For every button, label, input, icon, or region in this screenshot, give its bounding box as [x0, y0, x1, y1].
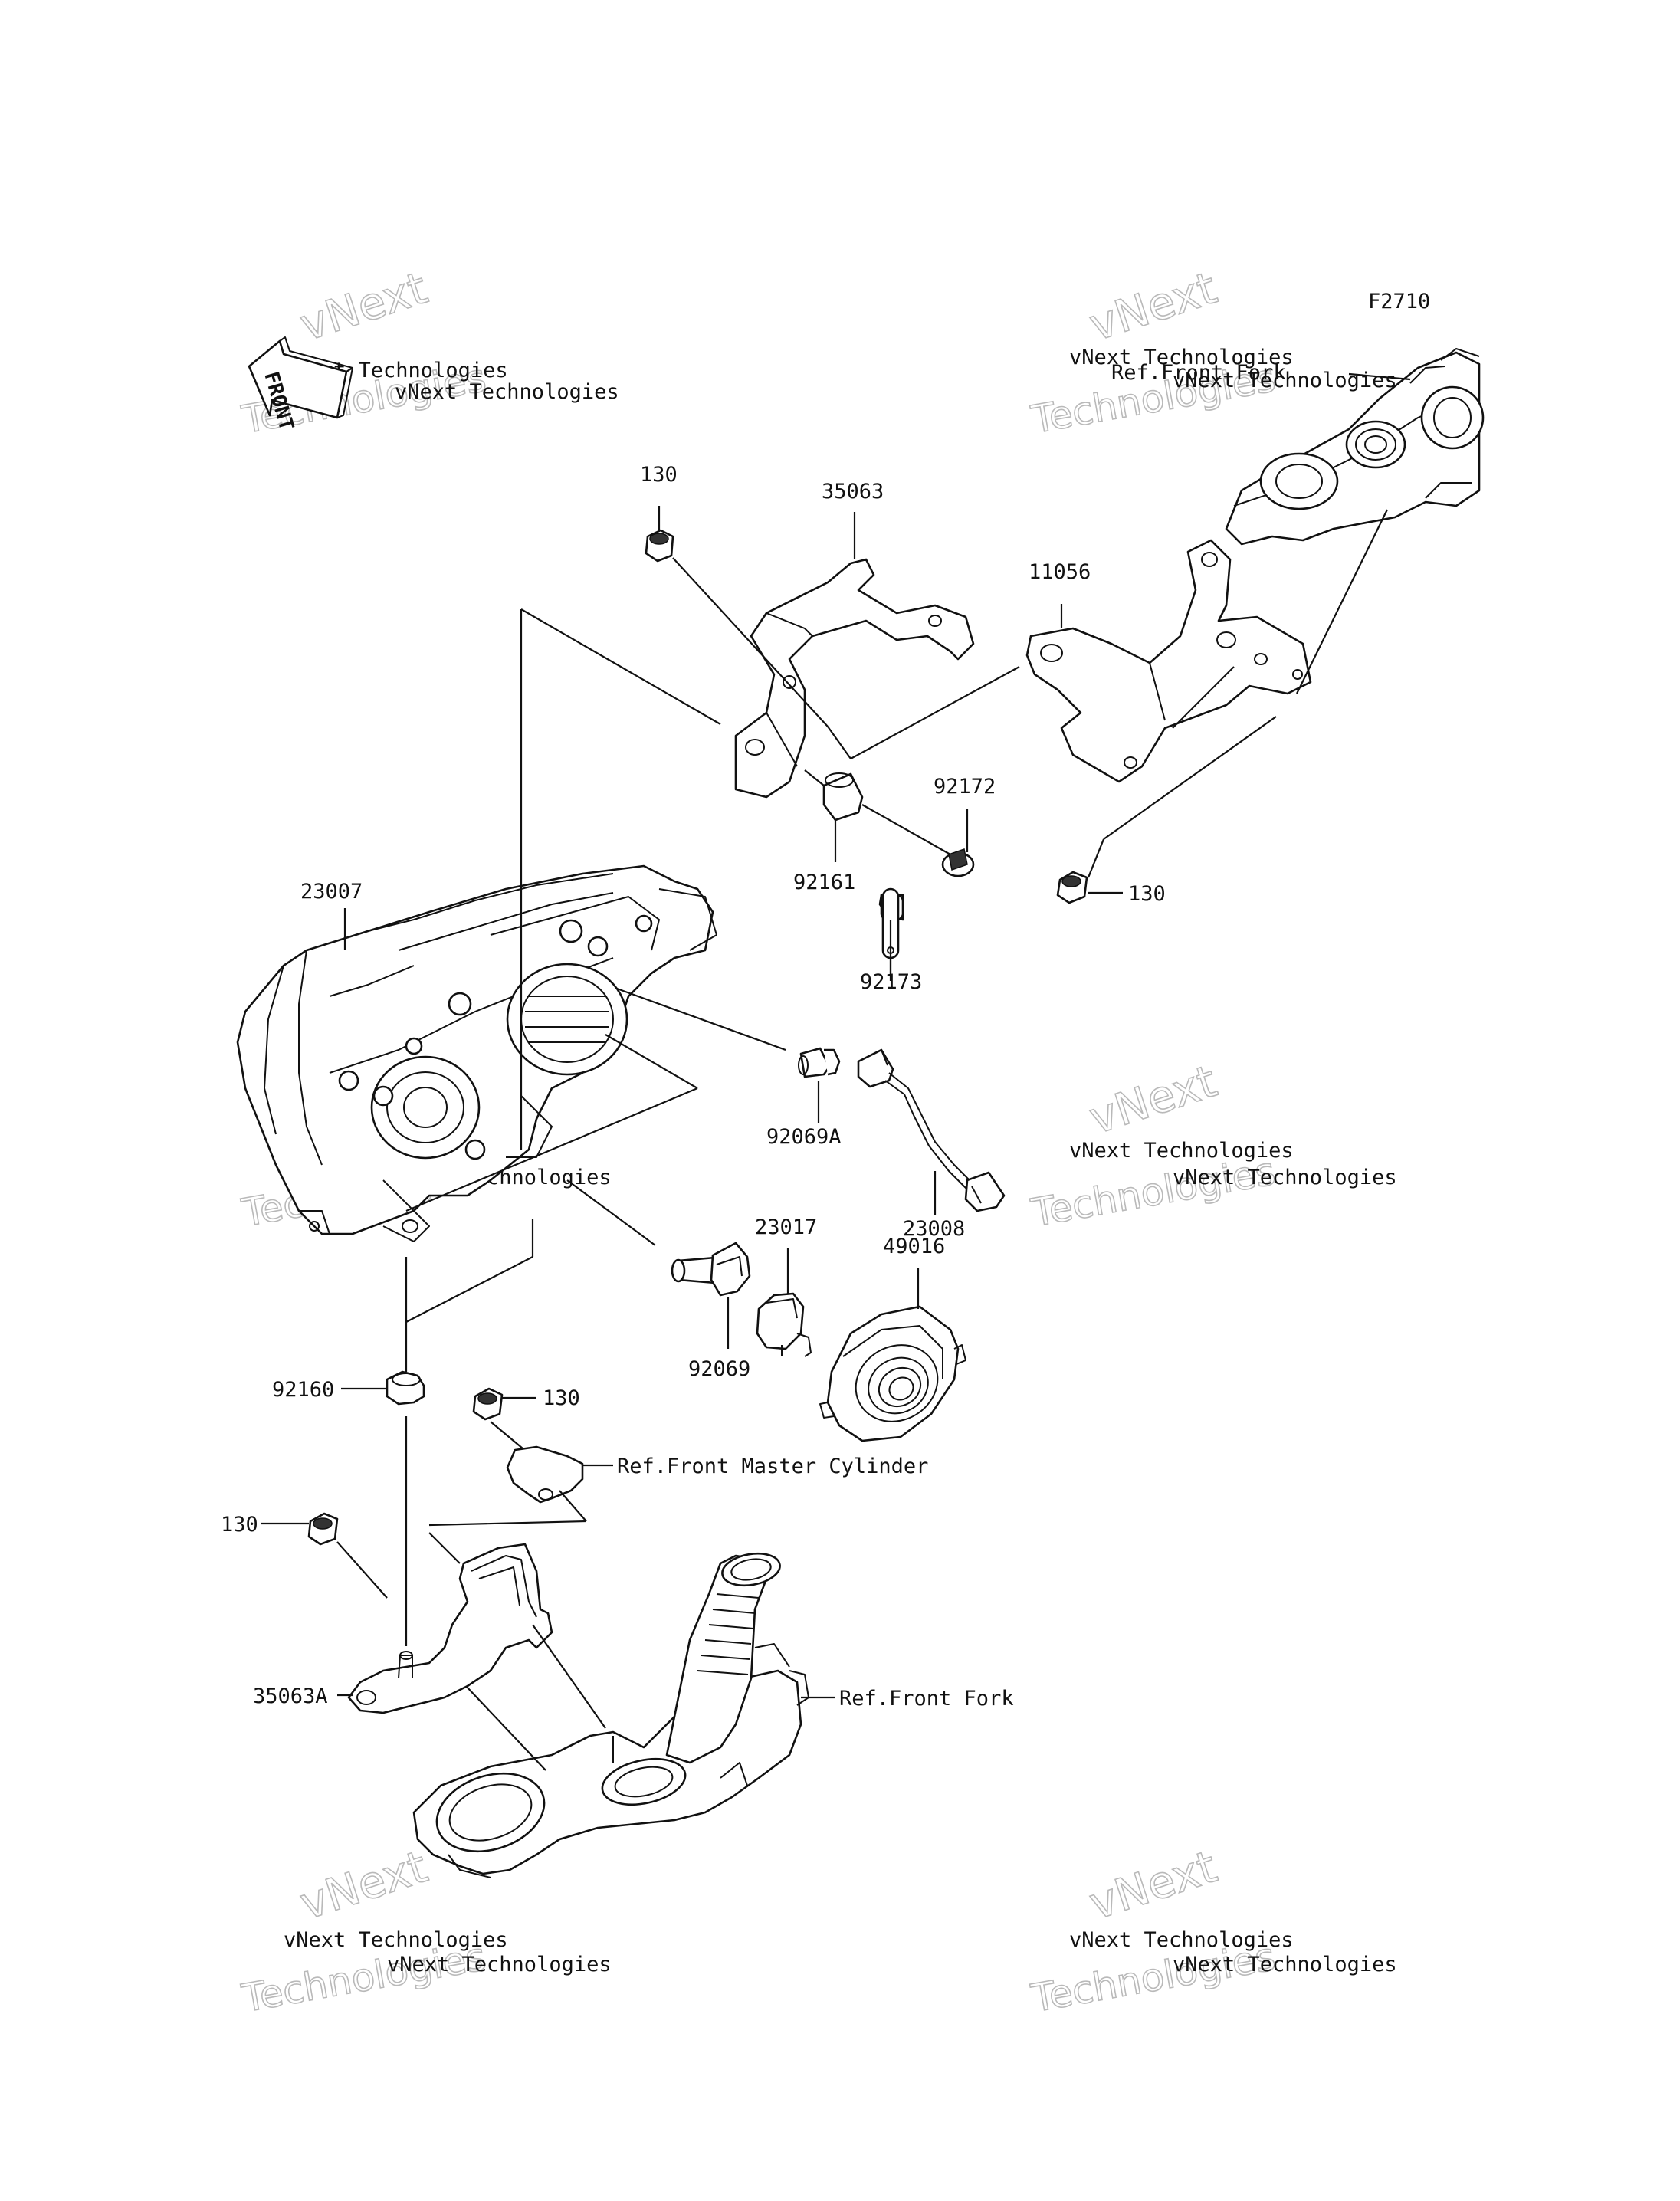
grommet-92160 [386, 1370, 425, 1406]
bolt-130-middle [472, 1387, 504, 1421]
front-arrow-icon: FRONT [248, 336, 353, 433]
label-92172: 92172 [934, 775, 996, 799]
socket-23017 [756, 1292, 812, 1357]
label-130-left: 130 [221, 1513, 258, 1537]
label-92173: 92173 [860, 970, 922, 994]
svg-text:vNext Technologies: vNext Technologies [1069, 1139, 1294, 1163]
label-11056: 11056 [1029, 560, 1091, 584]
label-92160: 92160 [272, 1378, 334, 1402]
dust-cover-49016 [819, 1305, 966, 1442]
bracket-35063 [734, 558, 975, 799]
label-92069A: 92069A [766, 1125, 842, 1149]
label-130-middle: 130 [543, 1386, 580, 1410]
svg-text:vNext Technologies: vNext Technologies [1069, 1928, 1294, 1952]
ref-front-fork-bottom: Ref.Front Fork [839, 1687, 1014, 1711]
bolt-130-right [1056, 871, 1088, 904]
label-35063A: 35063A [253, 1684, 328, 1708]
grommet-92161 [822, 772, 864, 822]
watermark-bottom-right: vNext Technologies vNext Technologies vN… [1027, 1839, 1397, 2021]
label-23017: 23017 [755, 1215, 817, 1239]
ref-front-master-cylinder: Ref.Front Master Cylinder [617, 1455, 928, 1478]
svg-text:vNext: vNext [1083, 1840, 1222, 1930]
bracket-11056 [1025, 539, 1312, 783]
diagram-code: F2710 [1368, 290, 1430, 313]
master-cylinder-clamp [506, 1445, 584, 1504]
svg-text:vNext Technologies: vNext Technologies [1069, 346, 1294, 369]
bolt-130-top [645, 529, 674, 563]
collar-92172 [941, 848, 975, 877]
bolt-130-left [307, 1512, 339, 1546]
label-130-top: 130 [640, 463, 678, 487]
svg-text:vNext: vNext [294, 261, 433, 351]
headlight-assembly-23007 [236, 864, 717, 1242]
headlight-stay-35063A [347, 1543, 553, 1714]
steering-stem [412, 1552, 809, 1878]
label-92161: 92161 [793, 871, 855, 894]
label-92069: 92069 [688, 1357, 750, 1381]
svg-text:vNext Technologies: vNext Technologies [1173, 369, 1397, 392]
socket-wire-23008 [857, 1048, 1006, 1212]
label-23008: 23008 [903, 1217, 965, 1241]
label-49016: 49016 [883, 1235, 945, 1258]
label-35063: 35063 [822, 480, 884, 504]
svg-text:vNext: vNext [1083, 1055, 1222, 1144]
svg-text:vNext Technologies: vNext Technologies [1173, 1166, 1397, 1189]
watermark-mid-right: vNext Technologies vNext Technologies vN… [1027, 1054, 1397, 1235]
svg-text:vNext Technologies: vNext Technologies [387, 1953, 612, 1976]
bulb-92069 [671, 1242, 751, 1297]
ref-front-fork-top: Ref.Front Fork [1111, 361, 1286, 385]
svg-text:vNext Technologies: vNext Technologies [1173, 1953, 1397, 1976]
svg-text:vNext Technologies: vNext Technologies [284, 1928, 508, 1952]
svg-text:vNext: vNext [294, 1840, 433, 1930]
label-23007: 23007 [300, 880, 363, 904]
watermark-top-right: vNext Technologies vNext Technologies vN… [1027, 261, 1397, 442]
label-130-right: 130 [1128, 882, 1166, 906]
upper-triple-clamp [1225, 348, 1485, 546]
bulb-92069A [798, 1047, 841, 1078]
svg-text:vNext: vNext [1083, 261, 1222, 351]
watermark-bottom-left: vNext Technologies vNext Technologies vN… [238, 1839, 612, 2021]
svg-text:vNext Technologies: vNext Technologies [395, 380, 619, 404]
